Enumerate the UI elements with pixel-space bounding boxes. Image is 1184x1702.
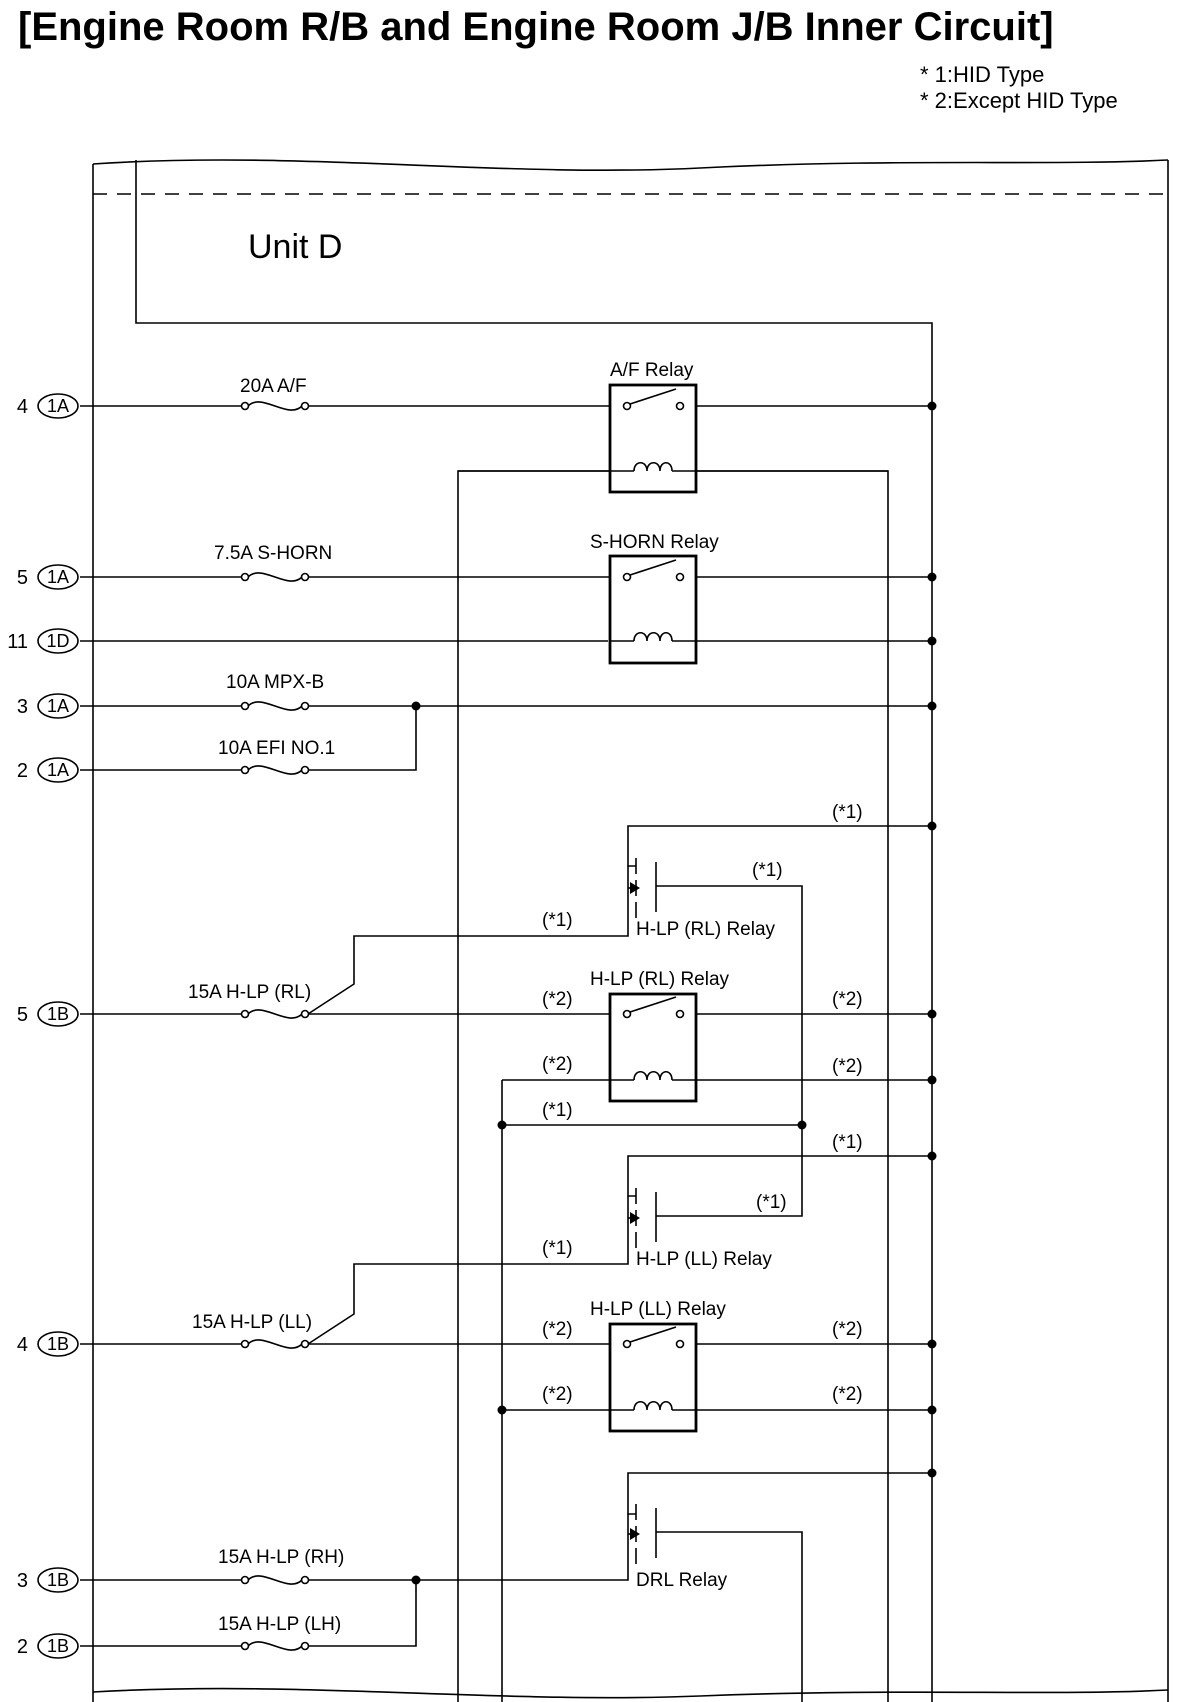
relay-symbol-hlp-ll-hid: [628, 1188, 657, 1248]
relay-label-hlp-rl-hid: H-LP (RL) Relay: [636, 919, 776, 940]
wire-note: (*1): [832, 802, 863, 823]
wire-note: (*1): [752, 860, 783, 881]
svg-text:1B: 1B: [47, 1570, 69, 1590]
wire-note: (*2): [832, 989, 863, 1010]
wire-note: (*2): [542, 1384, 573, 1405]
relay-label-shorn: S-HORN Relay: [590, 532, 719, 553]
relay-symbol-drl: [628, 1504, 657, 1564]
fuse-label: 15A H-LP (LL): [192, 1312, 312, 1333]
relay-label-hlp-ll: H-LP (LL) Relay: [590, 1299, 726, 1320]
svg-text:4: 4: [17, 1334, 28, 1356]
fuse-label: 10A MPX-B: [226, 672, 324, 693]
wire-note: (*1): [756, 1192, 787, 1213]
svg-text:1B: 1B: [47, 1636, 69, 1656]
svg-text:1A: 1A: [47, 396, 69, 416]
fuse-label: 10A EFI NO.1: [218, 738, 335, 759]
fuse-label: 15A H-LP (RL): [188, 982, 311, 1003]
wire-note: (*2): [832, 1056, 863, 1077]
svg-text:1B: 1B: [47, 1334, 69, 1354]
connector-terminal: 2 1A: [17, 757, 79, 783]
note-hid-type: * 1:HID Type: [920, 62, 1044, 87]
svg-text:11: 11: [7, 631, 28, 653]
relay-label-hlp-ll-hid: H-LP (LL) Relay: [636, 1249, 772, 1270]
fuse-label: 7.5A S-HORN: [214, 543, 332, 564]
connector-terminal: 3 1A: [17, 693, 79, 719]
connector-terminal: 11 1D: [7, 628, 79, 654]
svg-text:3: 3: [17, 696, 28, 718]
svg-text:1A: 1A: [47, 760, 69, 780]
unit-label: Unit D: [248, 228, 342, 266]
wire-note: (*1): [542, 1238, 573, 1259]
relay-label-af: A/F Relay: [610, 360, 694, 381]
svg-text:5: 5: [17, 1004, 28, 1026]
relay-label-drl: DRL Relay: [636, 1570, 728, 1591]
wire-note: (*1): [542, 910, 573, 931]
svg-text:1A: 1A: [47, 696, 69, 716]
svg-text:2: 2: [17, 760, 28, 782]
fuse-symbols: [240, 401, 310, 1651]
svg-text:4: 4: [17, 396, 28, 418]
svg-text:1A: 1A: [47, 567, 69, 587]
relay-symbol-hlp-rl: [608, 992, 698, 1103]
fuse-label: 15A H-LP (RH): [218, 1547, 344, 1568]
connector-terminal: 4 1A: [17, 393, 79, 419]
svg-text:1B: 1B: [47, 1004, 69, 1024]
wire-note: (*1): [542, 1100, 573, 1121]
relay-symbol-hlp-rl-hid: [628, 858, 657, 918]
wire-note: (*2): [542, 989, 573, 1010]
connector-terminal: 3 1B: [17, 1567, 79, 1593]
wire-note: (*2): [542, 1319, 573, 1340]
wire-note: (*1): [832, 1132, 863, 1153]
wire-note: (*2): [832, 1319, 863, 1340]
relay-label-hlp-rl: H-LP (RL) Relay: [590, 969, 730, 990]
connector-terminal: 5 1A: [17, 564, 79, 590]
unit-border: [92, 159, 1169, 1702]
wiring: [80, 160, 933, 1702]
svg-text:2: 2: [17, 1636, 28, 1658]
relay-symbol-shorn: [608, 554, 698, 665]
svg-text:3: 3: [17, 1570, 28, 1592]
svg-text:1D: 1D: [46, 631, 69, 651]
wire-annotations: (*1) (*1) (*1) (*2) (*2) (*2) (*2) (*1) …: [542, 802, 863, 1405]
svg-text:5: 5: [17, 567, 28, 589]
connector-terminal: 4 1B: [17, 1331, 79, 1357]
connector-terminal: 2 1B: [17, 1633, 79, 1659]
note-except-hid-type: * 2:Except HID Type: [920, 88, 1118, 113]
connector-terminal: 5 1B: [17, 1001, 79, 1027]
junction-dots: [411, 401, 937, 1585]
relay-symbol-hlp-ll: [608, 1322, 698, 1433]
wire-note: (*2): [542, 1054, 573, 1075]
fuse-label: 15A H-LP (LH): [218, 1614, 341, 1635]
wire-note: (*2): [832, 1384, 863, 1405]
fuse-label: 20A A/F: [240, 376, 307, 397]
diagram-title: [Engine Room R/B and Engine Room J/B Inn…: [18, 5, 1054, 49]
relay-symbol-af: [608, 383, 698, 494]
